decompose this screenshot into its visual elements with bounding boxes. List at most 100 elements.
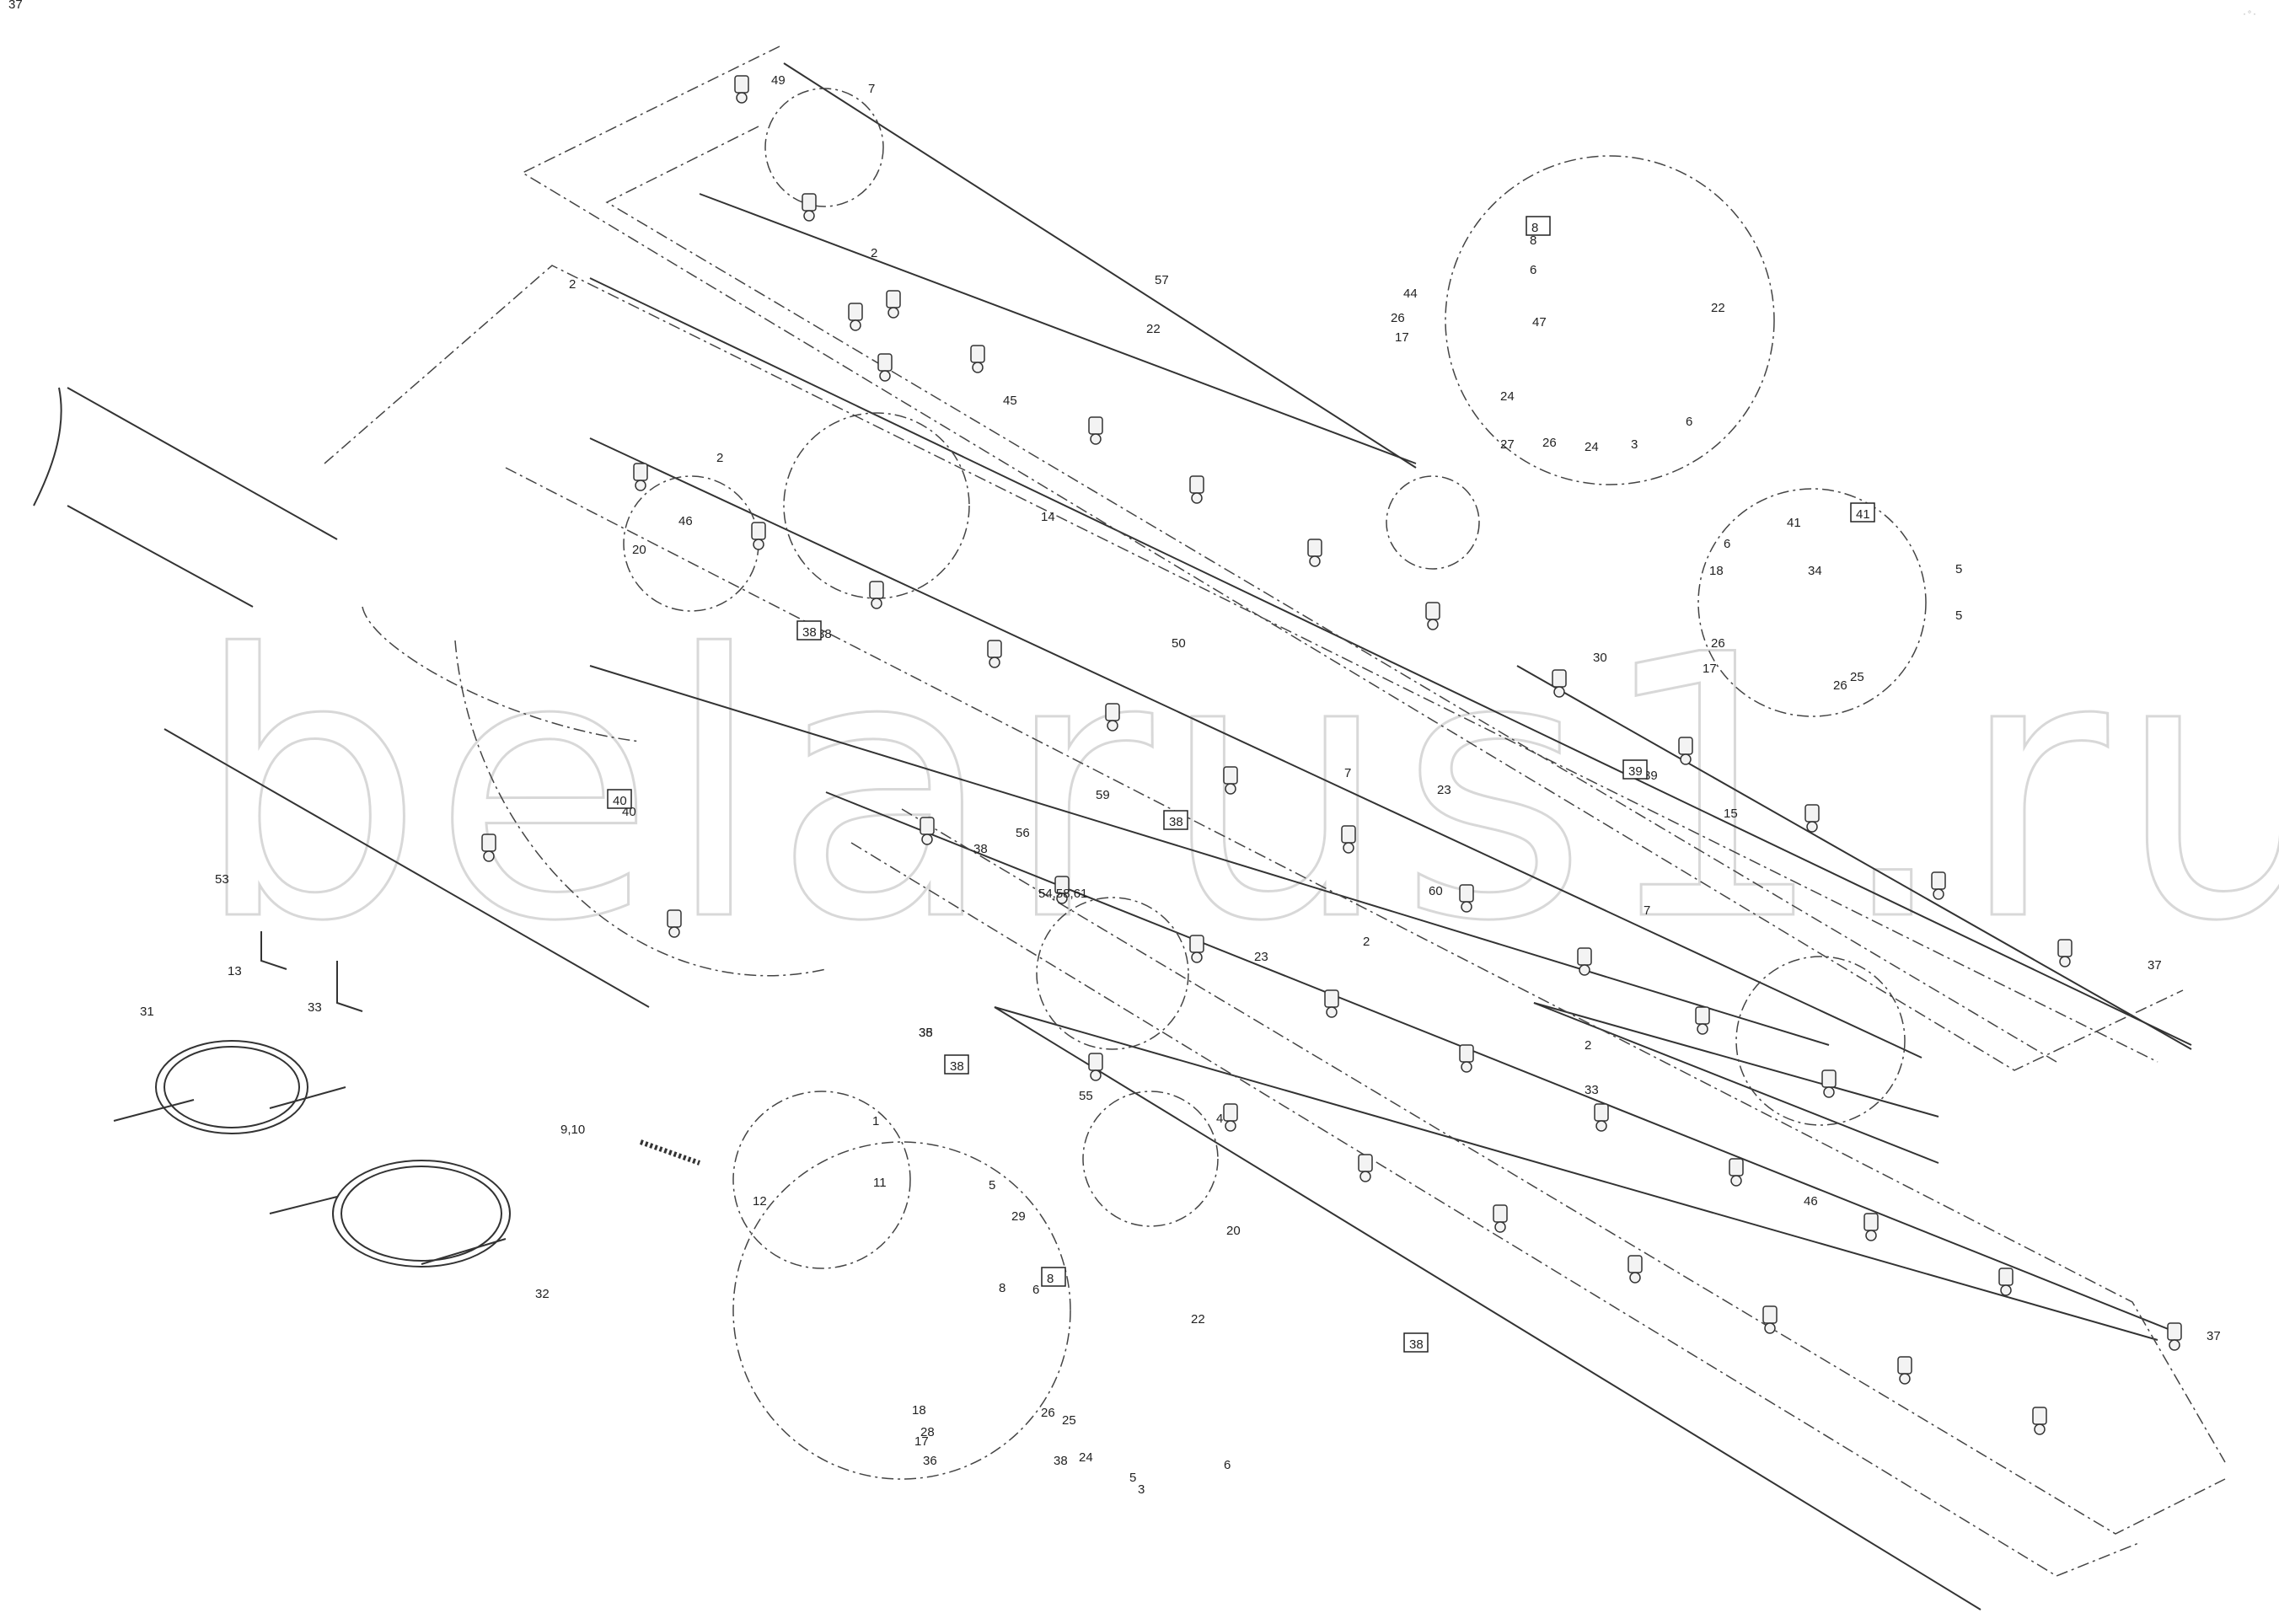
label-box [944,1054,969,1075]
label-box [1622,759,1648,780]
part-label: 31 [140,1005,154,1019]
nozzle-tip [1730,1175,1742,1187]
nozzle-tip [668,926,680,938]
nozzle-tip [2169,1339,2180,1351]
nozzle-tip [1899,1373,1911,1385]
nozzle-body [886,290,901,308]
part-label: 24 [1079,1450,1093,1465]
nozzle-tip [1090,1069,1102,1081]
nozzle-tip [2059,956,2071,967]
part-label: 4 [1216,1112,1223,1126]
nozzle-body [1821,1069,1837,1088]
nozzle-tip [1090,433,1102,445]
boxed-label-text: 8 [1531,221,1538,235]
part-label: 20 [1226,1224,1241,1238]
part-label: 6 [1032,1283,1039,1297]
nozzle-body [1678,737,1693,755]
nozzle-tip [803,210,815,222]
nozzle-tip [1461,901,1472,913]
part-label: 2 [1363,935,1370,949]
part-label: 30 [1593,651,1607,665]
boxed-label-text: 38 [950,1059,964,1074]
boxed-label: 38 [1403,1332,1429,1353]
boxed-label: 41 [1850,502,1875,523]
nozzle-body [1931,871,1946,890]
boxed-label: 39 [1622,759,1648,780]
nozzle-tip [1359,1171,1371,1182]
part-label: 23 [1437,783,1451,797]
part-label: 25 [1062,1413,1076,1428]
nozzle-tip [1823,1086,1835,1098]
part-label: 2 [871,246,877,260]
nozzle-tip [850,319,861,331]
corner-code: ·°· [2242,10,2257,19]
part-label: 3 [1138,1482,1145,1497]
part-label: 50 [1172,636,1186,651]
nozzle-body [1088,1053,1103,1071]
boxed-label: 38 [944,1054,969,1075]
part-label: 17 [914,1434,929,1449]
boom-pipes [33,62,2192,1611]
nozzle-body [1762,1305,1778,1324]
part-label: 6 [1724,537,1730,551]
nozzle-body [667,909,682,928]
part-label: 33 [308,1000,322,1015]
part-label: 46 [1804,1194,1818,1209]
boxed-label: 40 [607,789,632,809]
part-label: 5 [989,1178,995,1193]
part-label: 17 [1395,330,1409,345]
part-label: 44 [1403,287,1418,301]
boxed-label: 38 [796,620,822,640]
label-box [607,789,632,809]
part-label: 38 [1054,1454,1068,1468]
part-label: 22 [1191,1312,1205,1327]
nozzle-tip [989,657,1000,668]
part-label: 12 [753,1194,767,1209]
part-label: 26 [1833,678,1847,693]
part-label: 34 [1808,564,1822,578]
part-label: 6 [1224,1458,1231,1472]
detail-circles [362,88,1927,1480]
boxed-label: 8 [1526,216,1551,236]
nozzle-body [1729,1158,1744,1176]
nozzle-body [1189,475,1204,494]
nozzle-tip [1806,821,1818,833]
nozzle-tip [1680,753,1692,765]
part-label: 6 [1530,263,1536,277]
part-label: 37 [8,0,23,12]
boxed-label-text: 40 [613,794,627,808]
part-label: 35 [919,1026,933,1040]
nozzle-tip [1461,1061,1472,1073]
label-box [1041,1267,1066,1287]
nozzle-tip [1494,1221,1506,1233]
part-label: 2 [716,451,723,465]
nozzle-body [751,522,766,540]
nozzle-tip [736,92,748,104]
nozzle-body [877,353,893,372]
nozzle-body [1341,825,1356,844]
part-label: 37 [2207,1329,2221,1343]
part-label: 53 [215,872,229,887]
nozzle-tip [1309,555,1321,567]
nozzle-body [1627,1255,1643,1273]
part-label: 1 [872,1114,879,1128]
part-label: 49 [771,73,786,88]
nozzle-body [848,303,863,321]
part-label: 25 [1850,670,1864,684]
part-label: 18 [1709,564,1724,578]
nozzle-tip [1326,1006,1338,1018]
part-label: 8 [999,1281,1005,1295]
nozzle-tip [1191,951,1203,963]
nozzle-tip [1553,686,1565,698]
nozzle-body [1223,1103,1238,1122]
nozzle-tip [1933,888,1944,900]
hose-coils [113,1040,511,1268]
label-box [1403,1332,1429,1353]
part-label: 17 [1703,662,1717,676]
nozzle-body [481,833,496,852]
part-label: 23 [1254,950,1268,964]
nozzle-tip [1865,1230,1877,1241]
nozzle-body [2032,1407,2047,1425]
part-label: 7 [1644,903,1650,918]
